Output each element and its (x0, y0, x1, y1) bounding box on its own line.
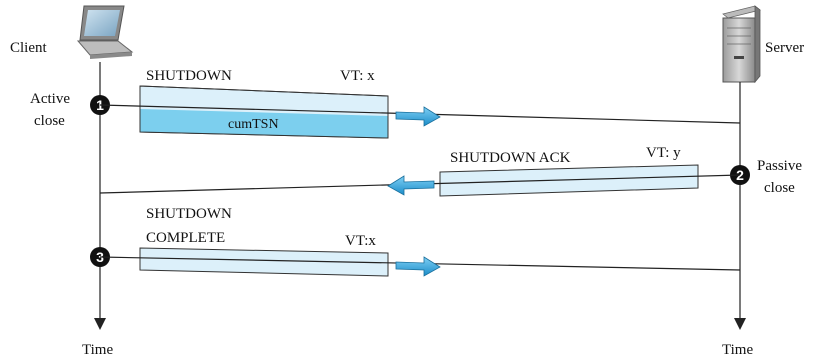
cumtsn-field: cumTSN (228, 117, 279, 132)
active-close-label-line2: close (34, 113, 65, 129)
shutdown-complete-packet (139, 247, 389, 277)
shutdown-title: SHUTDOWN (146, 68, 232, 84)
shutdown-ack-title: SHUTDOWN ACK (450, 150, 571, 166)
server-time-label: Time (722, 342, 753, 357)
shutdown-direction-arrow (395, 106, 441, 127)
shutdown-packet (139, 85, 389, 139)
shutdown-complete-vt: VT:x (345, 233, 376, 249)
passive-close-label-line2: close (764, 180, 795, 196)
client-time-label: Time (82, 342, 113, 357)
shutdown-ack-packet (439, 164, 699, 197)
shutdown-ack-direction-arrow (387, 175, 435, 196)
shutdown-complete-direction-arrow (395, 256, 441, 277)
server-label: Server (765, 40, 804, 56)
client-time-arrowhead (94, 318, 106, 330)
step-2-number: 2 (736, 167, 744, 183)
active-close-label-line1: Active (30, 91, 70, 107)
shutdown-complete-title-line2: COMPLETE (146, 230, 225, 246)
shutdown-vt: VT: x (340, 68, 375, 84)
passive-close-label-line1: Passive (757, 158, 802, 174)
client-label: Client (10, 40, 47, 56)
server-icon (722, 5, 761, 84)
shutdown-complete-title-line1: SHUTDOWN (146, 206, 232, 222)
server-time-arrowhead (734, 318, 746, 330)
shutdown-ack-vt: VT: y (646, 145, 681, 161)
laptop-icon (76, 5, 134, 59)
